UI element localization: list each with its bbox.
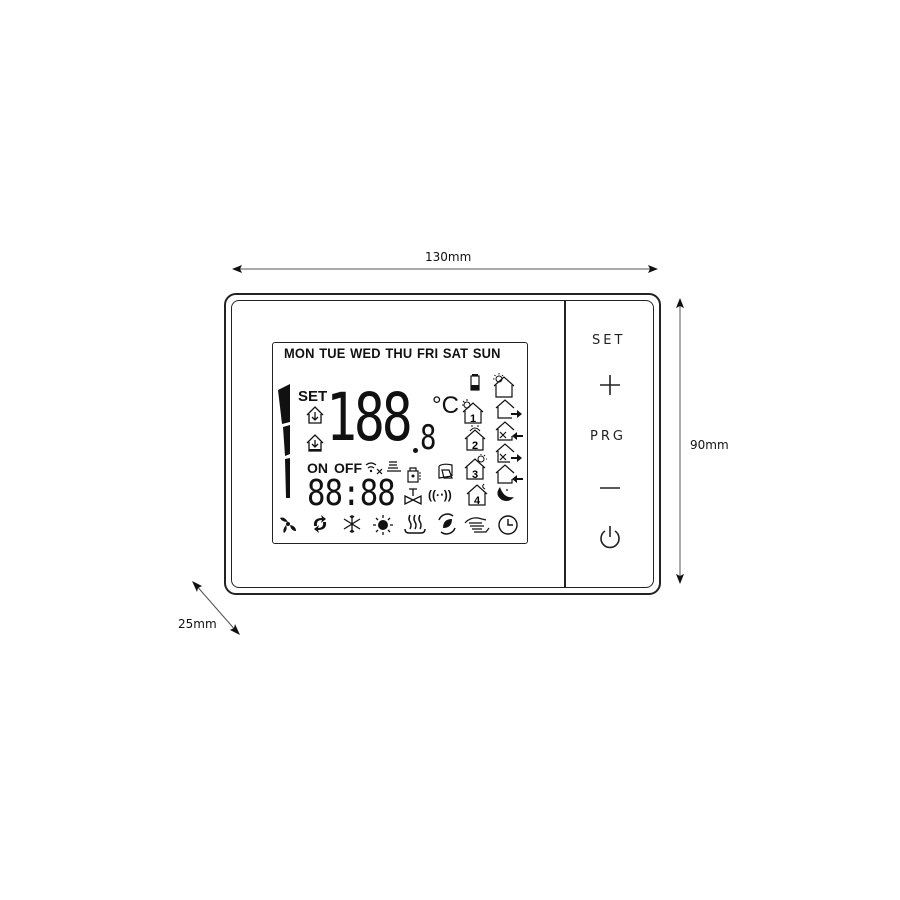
program-1-house-icon: 1 [462,399,484,424]
temperature-unit: °C [432,392,459,419]
set-button[interactable]: SET [592,333,626,348]
day-wed: WED [350,345,381,361]
svg-text:2: 2 [472,440,478,451]
minus-button[interactable] [600,486,620,490]
lcd-screen [272,342,528,544]
power-button[interactable] [598,523,622,549]
snowflake-icon [343,515,361,533]
prg-button[interactable]: PRG [590,429,626,444]
svg-text:4: 4 [474,495,481,506]
day-tue: TUE [319,345,346,361]
svg-text:1: 1 [470,413,476,424]
height-dimension-label: 90mm [690,438,729,452]
plus-button[interactable] [599,374,621,396]
clock-display: 88:88 [307,473,396,514]
temperature-decimal-digit: 8 [420,418,437,458]
house-leave-arrow-icon [495,399,522,419]
eco-leaf-icon [438,513,456,535]
level-bar-graph-icon [278,384,290,498]
house-home-arrow-icon [495,464,523,484]
day-sat: SAT [442,345,469,361]
program-3-house-icon: 3 [464,454,487,480]
main-temperature-display: 188 [326,379,413,456]
day-thu: THU [385,345,413,361]
button-panel-divider [564,300,566,588]
house-away-arrow-icon [495,443,522,463]
wifi-disconnected-icon [365,462,383,475]
clock-icon [498,515,518,535]
day-sun: SUN [472,345,501,361]
decimal-point [413,448,418,453]
set-indicator: SET [298,388,328,405]
night-moon-icon [497,487,514,501]
day-fri: FRI [416,345,439,361]
hand-manual-icon [464,517,490,533]
program-2-house-icon: 2 [464,425,486,451]
house-down-arrow-icon-2 [306,434,324,452]
thermostat-outer-frame [224,293,661,595]
child-lock-icon [407,467,421,483]
cycle-icon [313,515,327,533]
thermostat-inner-frame [231,300,654,588]
window-open-icon [438,463,453,479]
width-dimension-arrow [232,265,658,273]
program-4-house-icon: 4 [466,483,488,506]
house-down-arrow-icon [306,406,324,424]
house-sun-icon [493,373,515,398]
house-return-arrow-icon [495,421,523,441]
heating-icon [404,514,426,534]
depth-dimension-arrow [192,581,240,635]
day-mon: MON [284,345,315,361]
height-dimension-arrow [676,298,684,584]
fan-icon [280,517,296,533]
battery-icon [470,374,480,391]
on-indicator: ON [307,460,328,476]
floor-sensor-icon [387,461,401,472]
off-indicator: OFF [334,460,362,476]
valve-icon [404,488,422,506]
svg-text:3: 3 [472,469,478,480]
wireless-signal-icon: ((·‧)) [428,488,452,502]
width-dimension-label: 130mm [425,250,472,264]
depth-dimension-label: 25mm [178,617,217,631]
sun-icon [373,515,393,535]
